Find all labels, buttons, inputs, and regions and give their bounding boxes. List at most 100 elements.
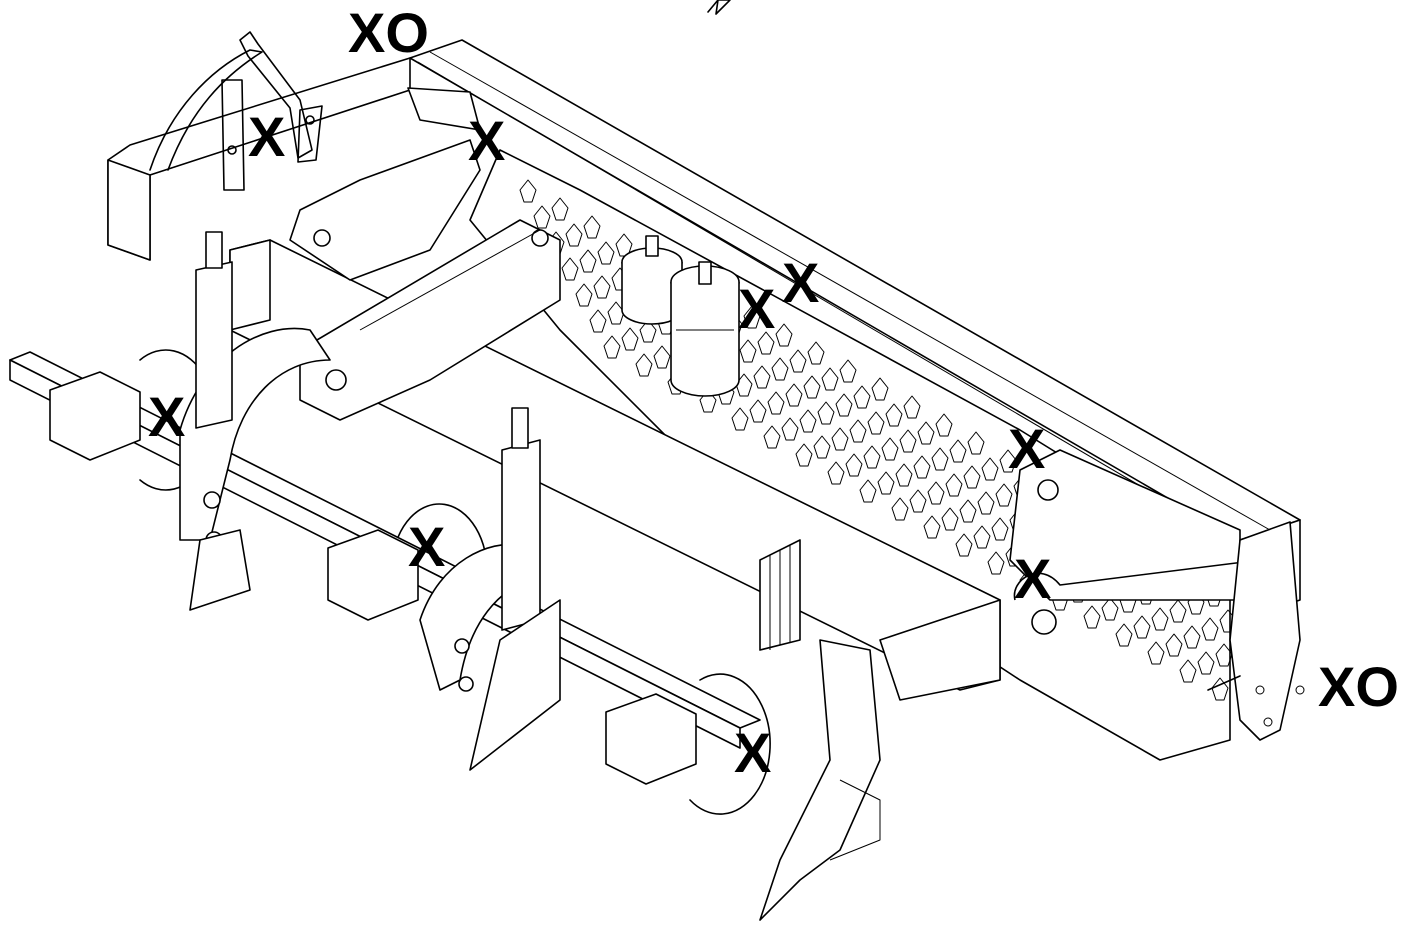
- mark-x-roller-pivot: X: [1014, 547, 1051, 610]
- roller-tooth: [561, 257, 579, 281]
- roller-tooth: [789, 349, 807, 373]
- roller-tooth: [987, 551, 1005, 575]
- roller-tooth: [749, 399, 767, 423]
- roller-tooth: [771, 357, 789, 381]
- roller-tooth: [1183, 625, 1201, 649]
- roller-tooth: [1179, 659, 1197, 683]
- roller-tooth: [927, 481, 945, 505]
- roller-tooth: [913, 455, 931, 479]
- roller-tooth: [1197, 651, 1215, 675]
- roller-tooth: [743, 305, 761, 329]
- mark-x-middle-disc: X: [408, 515, 445, 578]
- roller-tooth: [923, 515, 941, 539]
- roller-tooth: [1169, 599, 1187, 623]
- roller-tooth: [973, 525, 991, 549]
- roller-tooth: [895, 463, 913, 487]
- roller-tooth: [731, 407, 749, 431]
- roller-tooth: [635, 353, 653, 377]
- roller-tooth: [763, 425, 781, 449]
- roller-tooth: [1133, 615, 1151, 639]
- roller-tooth: [603, 335, 621, 359]
- roller-tooth: [597, 241, 615, 265]
- central-linkage-arm: [299, 219, 561, 421]
- roller-tooth: [739, 339, 757, 363]
- roller-tooth: [615, 233, 633, 257]
- roller-tooth: [949, 439, 967, 463]
- roller-tooth: [757, 331, 775, 355]
- top-hook-fragment: [707, 0, 731, 15]
- roller-tooth: [519, 179, 537, 203]
- subsoiler-tines: [189, 529, 881, 921]
- roller-tooth: [871, 377, 889, 401]
- roller-tooth: [999, 449, 1017, 473]
- roller-tooth: [935, 413, 953, 437]
- mark-x-rear-disc: X: [734, 721, 771, 784]
- left-frame-box: [107, 57, 411, 261]
- roller-tooth: [565, 223, 583, 247]
- roller-tooth: [767, 391, 785, 415]
- mark-x-beam-top: X: [782, 251, 819, 314]
- roller-tooth: [1147, 641, 1165, 665]
- roller-tooth: [899, 429, 917, 453]
- roller-tooth: [959, 499, 977, 523]
- roller-tooth: [945, 473, 963, 497]
- roller-tooth: [867, 411, 885, 435]
- roller-tooth: [881, 437, 899, 461]
- roller-tooth: [589, 309, 607, 333]
- roller-tooth: [885, 403, 903, 427]
- roller-tooth: [903, 395, 921, 419]
- roller-tooth: [877, 471, 895, 495]
- mark-x-upper-arm: X: [468, 109, 505, 172]
- right-support-arm: [1009, 449, 1261, 635]
- roller-tooth: [735, 373, 753, 397]
- roller-tooth: [977, 491, 995, 515]
- mark-x-accumulator: X: [738, 277, 775, 340]
- roller-tooth: [1151, 607, 1169, 631]
- mark-x-front-disc: X: [148, 385, 185, 448]
- roller-tooth: [863, 445, 881, 469]
- roller-tooth: [995, 483, 1013, 507]
- roller-tooth: [1201, 617, 1219, 641]
- roller-tooth: [891, 497, 909, 521]
- roller-tooth: [653, 345, 671, 369]
- roller-tooth: [839, 359, 857, 383]
- roller-tooth: [775, 323, 793, 347]
- mark-xo-top: XO: [348, 1, 429, 64]
- hydraulic-accumulators: [621, 235, 740, 397]
- roller-tooth: [533, 205, 551, 229]
- mark-xo-right: XO: [1318, 655, 1399, 718]
- roller-tooth: [1165, 633, 1183, 657]
- upper-left-arm: [289, 87, 481, 281]
- roller-tooth: [917, 421, 935, 445]
- roller-tooth: [795, 443, 813, 467]
- roller-tooth: [593, 275, 611, 299]
- roller-tooth: [607, 301, 625, 325]
- roller-tooth: [967, 431, 985, 455]
- roller-tooth: [781, 417, 799, 441]
- adjustment-posts: [195, 231, 541, 631]
- roller-tooth: [931, 447, 949, 471]
- roller-tooth: [849, 419, 867, 443]
- roller-tooth: [1211, 677, 1229, 701]
- roller-tooth: [853, 385, 871, 409]
- roller-tooth: [955, 533, 973, 557]
- roller-tooth: [1083, 605, 1101, 629]
- roller-tooth: [941, 507, 959, 531]
- top-link-arch: [149, 31, 323, 191]
- roller-tooth: [845, 453, 863, 477]
- roller-tooth: [991, 517, 1009, 541]
- roller-tooth: [579, 249, 597, 273]
- roller-tooth: [807, 341, 825, 365]
- roller-tooth: [831, 427, 849, 451]
- roller-tooth: [821, 367, 839, 391]
- roller-tooth: [1115, 623, 1133, 647]
- roller-tooth: [981, 457, 999, 481]
- roller-tooth: [583, 215, 601, 239]
- roller-tooth: [813, 435, 831, 459]
- roller-tooth: [785, 383, 803, 407]
- roller-tooth: [799, 409, 817, 433]
- mark-x-roller-arm: X: [1008, 417, 1045, 480]
- roller-tooth: [575, 283, 593, 307]
- roller-tooth: [817, 401, 835, 425]
